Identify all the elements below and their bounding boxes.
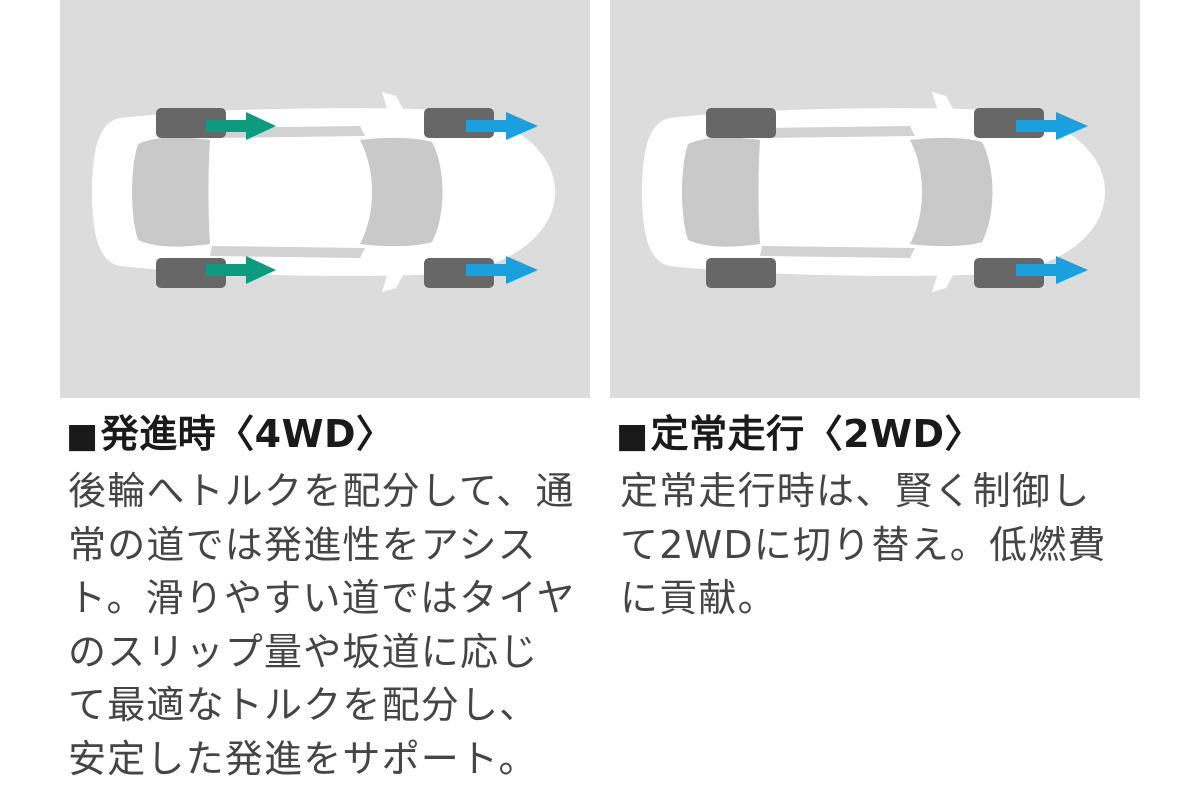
torque-arrow-front-right <box>1016 256 1088 284</box>
description-line: のスリップ量や坂道に応じ <box>68 629 539 674</box>
mode-title-4wd: ■発進時〈4WD〉 <box>66 408 395 460</box>
side-window-right <box>210 246 365 258</box>
description-4wd: 後輪へトルクを配分して、通 常の道では発進性をアシス ト。滑りやすい道ではタイヤ… <box>68 465 598 786</box>
description-2wd: 定常走行時は、賢く制御し て2WDに切り替え。低燃費 に貢献。 <box>620 465 1150 626</box>
torque-arrow-front-right <box>466 256 538 284</box>
mode-title-text: 定常走行〈2WD〉 <box>650 412 984 456</box>
mode-title-2wd: ■定常走行〈2WD〉 <box>616 408 983 460</box>
description-line: て2WDに切り替え。低燃費 <box>620 522 1107 567</box>
title-marker: ■ <box>66 416 99 456</box>
description-line: 常の道では発進性をアシス <box>68 522 537 567</box>
torque-arrow-rear-right <box>206 256 276 284</box>
description-line: て最適なトルクを配分し、 <box>68 683 539 727</box>
mode-title-text: 発進時〈4WD〉 <box>100 412 395 456</box>
title-marker: ■ <box>616 416 649 456</box>
torque-arrow-front-left <box>466 112 538 140</box>
description-line: 後輪へトルクを配分して、通 <box>68 469 575 513</box>
torque-arrow-rear-left <box>206 112 276 140</box>
side-window-left <box>760 126 915 138</box>
windshield <box>360 137 443 247</box>
description-line: ト。滑りやすい道ではタイヤ <box>68 576 576 620</box>
diagram-4wd <box>60 0 590 398</box>
side-window-right <box>760 246 915 258</box>
torque-arrow-front-left <box>1016 112 1088 140</box>
car-top-view <box>642 92 1105 292</box>
panel-2wd <box>610 0 1140 398</box>
description-line: 安定した発進をサポート。 <box>68 736 538 781</box>
diagram-2wd <box>610 0 1140 398</box>
description-line: に貢献。 <box>620 576 777 620</box>
rear-window <box>132 137 210 247</box>
tire-rear-right <box>706 258 776 288</box>
tire-rear-left <box>706 108 776 138</box>
windshield <box>910 137 993 247</box>
rear-window <box>682 137 760 247</box>
description-line: 定常走行時は、賢く制御し <box>620 469 1091 513</box>
panel-4wd <box>60 0 590 398</box>
